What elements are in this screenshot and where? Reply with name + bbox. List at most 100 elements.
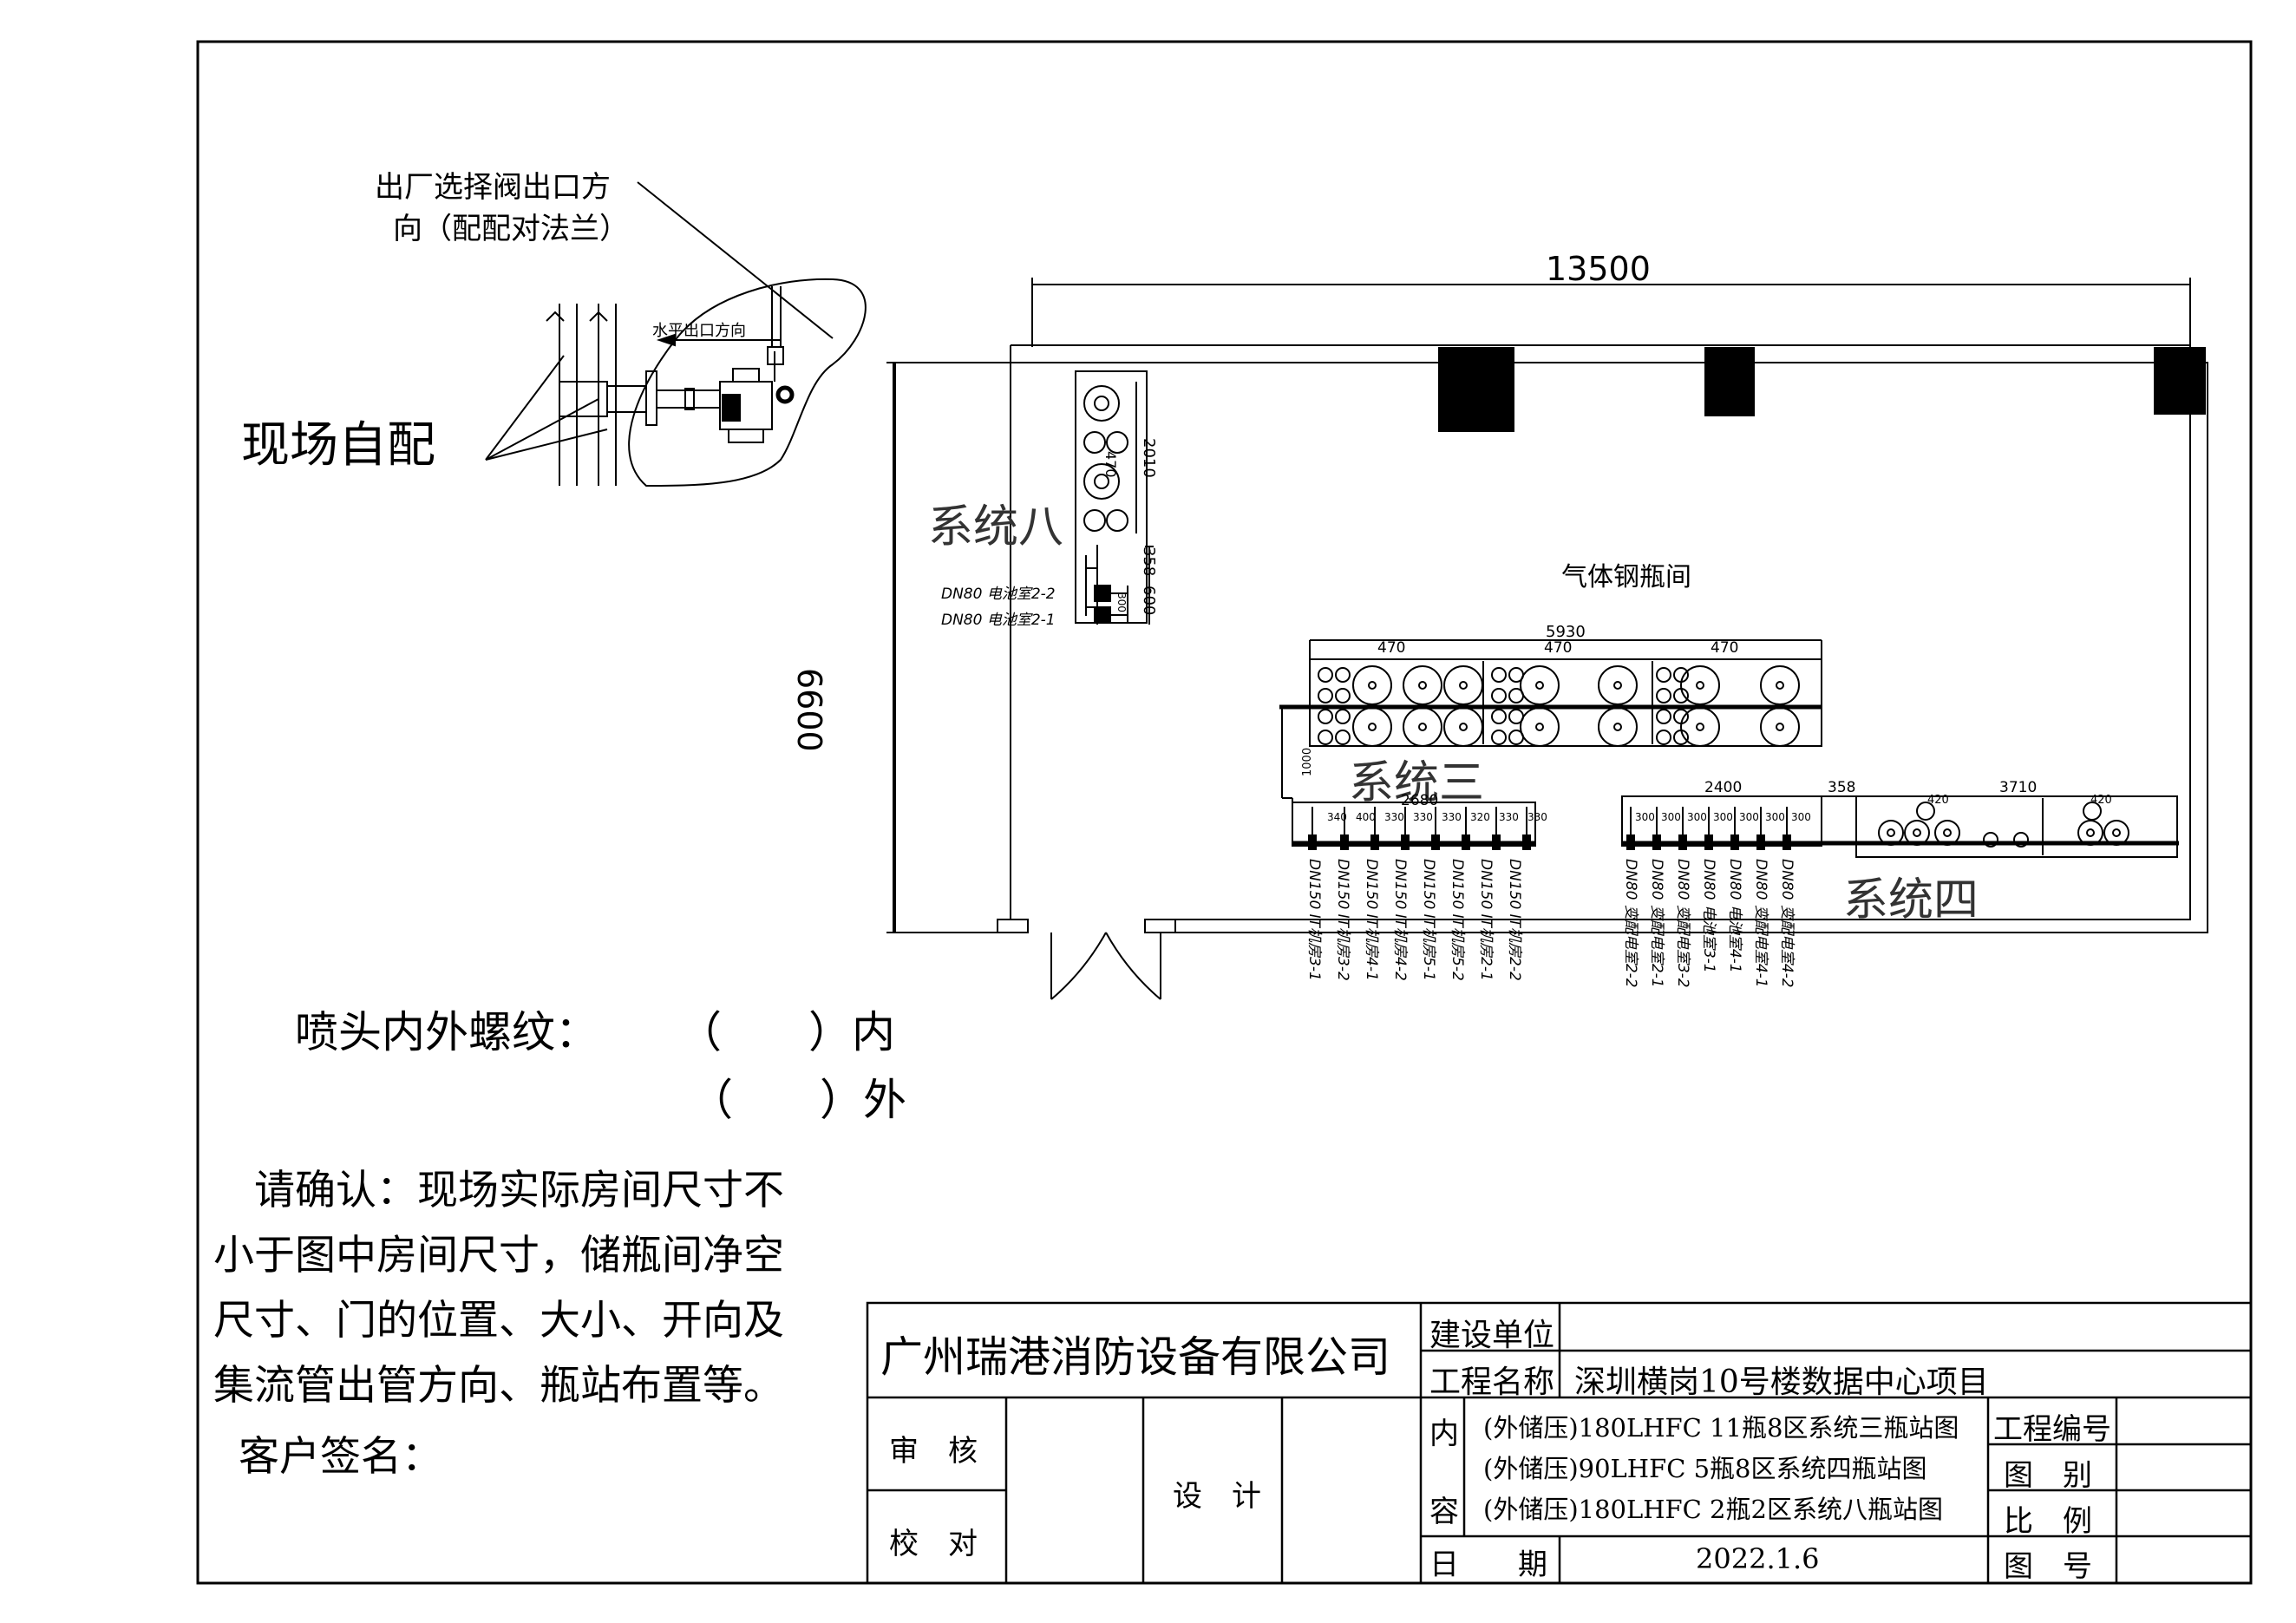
small-cylinder [1335,667,1351,683]
system8-label: 系统八 [928,501,1064,553]
spacing-label: 330 [1442,811,1462,823]
small-cylinder [1916,802,1935,821]
nozzle-thread-option-inner: （ ）内 [678,1007,895,1057]
system4-label: 系统四 [1843,874,1979,926]
spacing-label: 340 [1327,811,1347,823]
small-cylinder [1673,688,1689,704]
cylinder [1403,707,1442,747]
cylinder [1760,707,1800,747]
cylinder-valve [1368,723,1377,731]
small-cylinder [2013,832,2029,847]
note-line-1: 出厂选择阀出口方 [375,170,611,205]
spacing-label: 300 [1739,811,1759,823]
cylinder [1760,665,1800,705]
sys4-dim-manifold: 2400 [1704,779,1743,796]
small-cylinder [1673,730,1689,745]
content-line-1: (外储压)180LHFC 11瓶8区系统三瓶站图 [1483,1413,1959,1443]
spacing-label: 400 [1356,811,1376,823]
small-cylinder [1318,730,1333,745]
category-label: 图 别 [2004,1458,2092,1493]
small-cylinder [1335,730,1351,745]
small-cylinder [1508,667,1524,683]
cylinder [1680,707,1720,747]
small-cylinder [1656,730,1671,745]
column [1438,347,1514,432]
spacing-label: 330 [1499,811,1519,823]
cylinder [1520,665,1560,705]
cylinder [1934,820,1960,846]
selector-valve [1730,834,1739,850]
sys3-outlet-label: DN150 IT机房4-1 [1363,859,1380,981]
small-cylinder [1491,730,1507,745]
review-label: 审 核 [889,1434,978,1469]
column [1704,347,1755,416]
cylinder-valve [1776,723,1784,731]
nozzle-thread-label: 喷头内外螺纹： [295,1007,599,1057]
small-cylinder [1673,709,1689,724]
sys3-dim-a: 470 [1377,639,1406,657]
confirm-line-2: 小于图中房间尺寸，储瓶间净空 [213,1232,784,1279]
small-cylinder [1983,832,1998,847]
cylinder-valve [1459,681,1468,690]
cylinder [1352,665,1392,705]
cylinder-valve [1368,681,1377,690]
small-cylinder [1656,709,1671,724]
sys3-dim-b: 470 [1544,639,1573,657]
spacing-label: 330 [1527,811,1547,823]
selector-valve [1370,834,1379,850]
sys4-dim-a: 420 [1927,794,1949,807]
sys4-outlet-label: DN80 变配电室2-1 [1648,859,1665,988]
cylinder-valve [1459,723,1468,731]
horizontal-outlet-label: 水平出口方向 [652,322,746,340]
sys4-outlet-label: DN80 变配电室4-1 [1752,859,1769,988]
cylinder [1352,707,1392,747]
content-label-1: 内 [1429,1417,1459,1451]
onsite-label: 现场自配 [241,417,435,474]
small-cylinder [1508,709,1524,724]
room-walls [894,344,2208,1000]
content-line-3: (外储压)180LHFC 2瓶2区系统八瓶站图 [1483,1495,1943,1524]
cylinder-valve [1535,681,1544,690]
company-name: 广州瑞港消防设备有限公司 [880,1332,1391,1382]
spacing-label: 320 [1470,811,1490,823]
cylinder [1520,707,1560,747]
room-label: 气体钢瓶间 [1561,562,1691,592]
cylinder [1904,820,1930,846]
sys3-outlet-label: DN150 IT机房2-1 [1477,859,1495,981]
cylinder-valve [1943,828,1952,837]
selector-valve [1756,834,1765,850]
small-cylinder [1318,709,1333,724]
sys4-outlet-label: DN80 变配电室2-2 [1622,859,1639,988]
small-cylinder [2083,802,2102,821]
sys3-outlet-label: DN150 IT机房2-2 [1506,859,1523,981]
spacing-label: 330 [1384,811,1404,823]
scale-label: 比 例 [2004,1504,2092,1539]
selector-valve [1704,834,1713,850]
sys8-dim-h: 2010 [1140,438,1158,478]
cylinder-valve [1535,723,1544,731]
confirm-line-4: 集流管出管方向、瓶站布置等。 [213,1362,784,1410]
sys4-dim-total: 3710 [1999,779,2038,796]
cylinder [1443,707,1483,747]
sys4-outlet-label: DN80 电池室4-1 [1726,859,1743,973]
small-cylinder [1656,667,1671,683]
cylinder-valve [1887,828,1895,837]
cylinder [2103,820,2129,846]
dimension-width: 13500 [1546,250,1651,288]
customer-signature-label: 客户签名： [239,1433,442,1481]
system3-skid [1279,639,1822,847]
check-label: 校 对 [889,1527,978,1561]
sys4-outlet-label: DN80 变配电室3-2 [1674,859,1691,988]
small-cylinder [1318,667,1333,683]
spacing-label: 330 [1413,811,1433,823]
sys4-dim-b: 420 [2090,794,2112,807]
sys3-dim-total: 5930 [1546,623,1586,641]
cylinder-valve [1913,828,1921,837]
sys8-dim-d2: 600 [1140,586,1158,616]
cylinder [1598,665,1638,705]
small-cylinder [1491,667,1507,683]
cylinder [1680,665,1720,705]
spacing-label: 300 [1661,811,1681,823]
design-label: 设 计 [1173,1479,1261,1514]
spacing-label: 300 [1635,811,1655,823]
